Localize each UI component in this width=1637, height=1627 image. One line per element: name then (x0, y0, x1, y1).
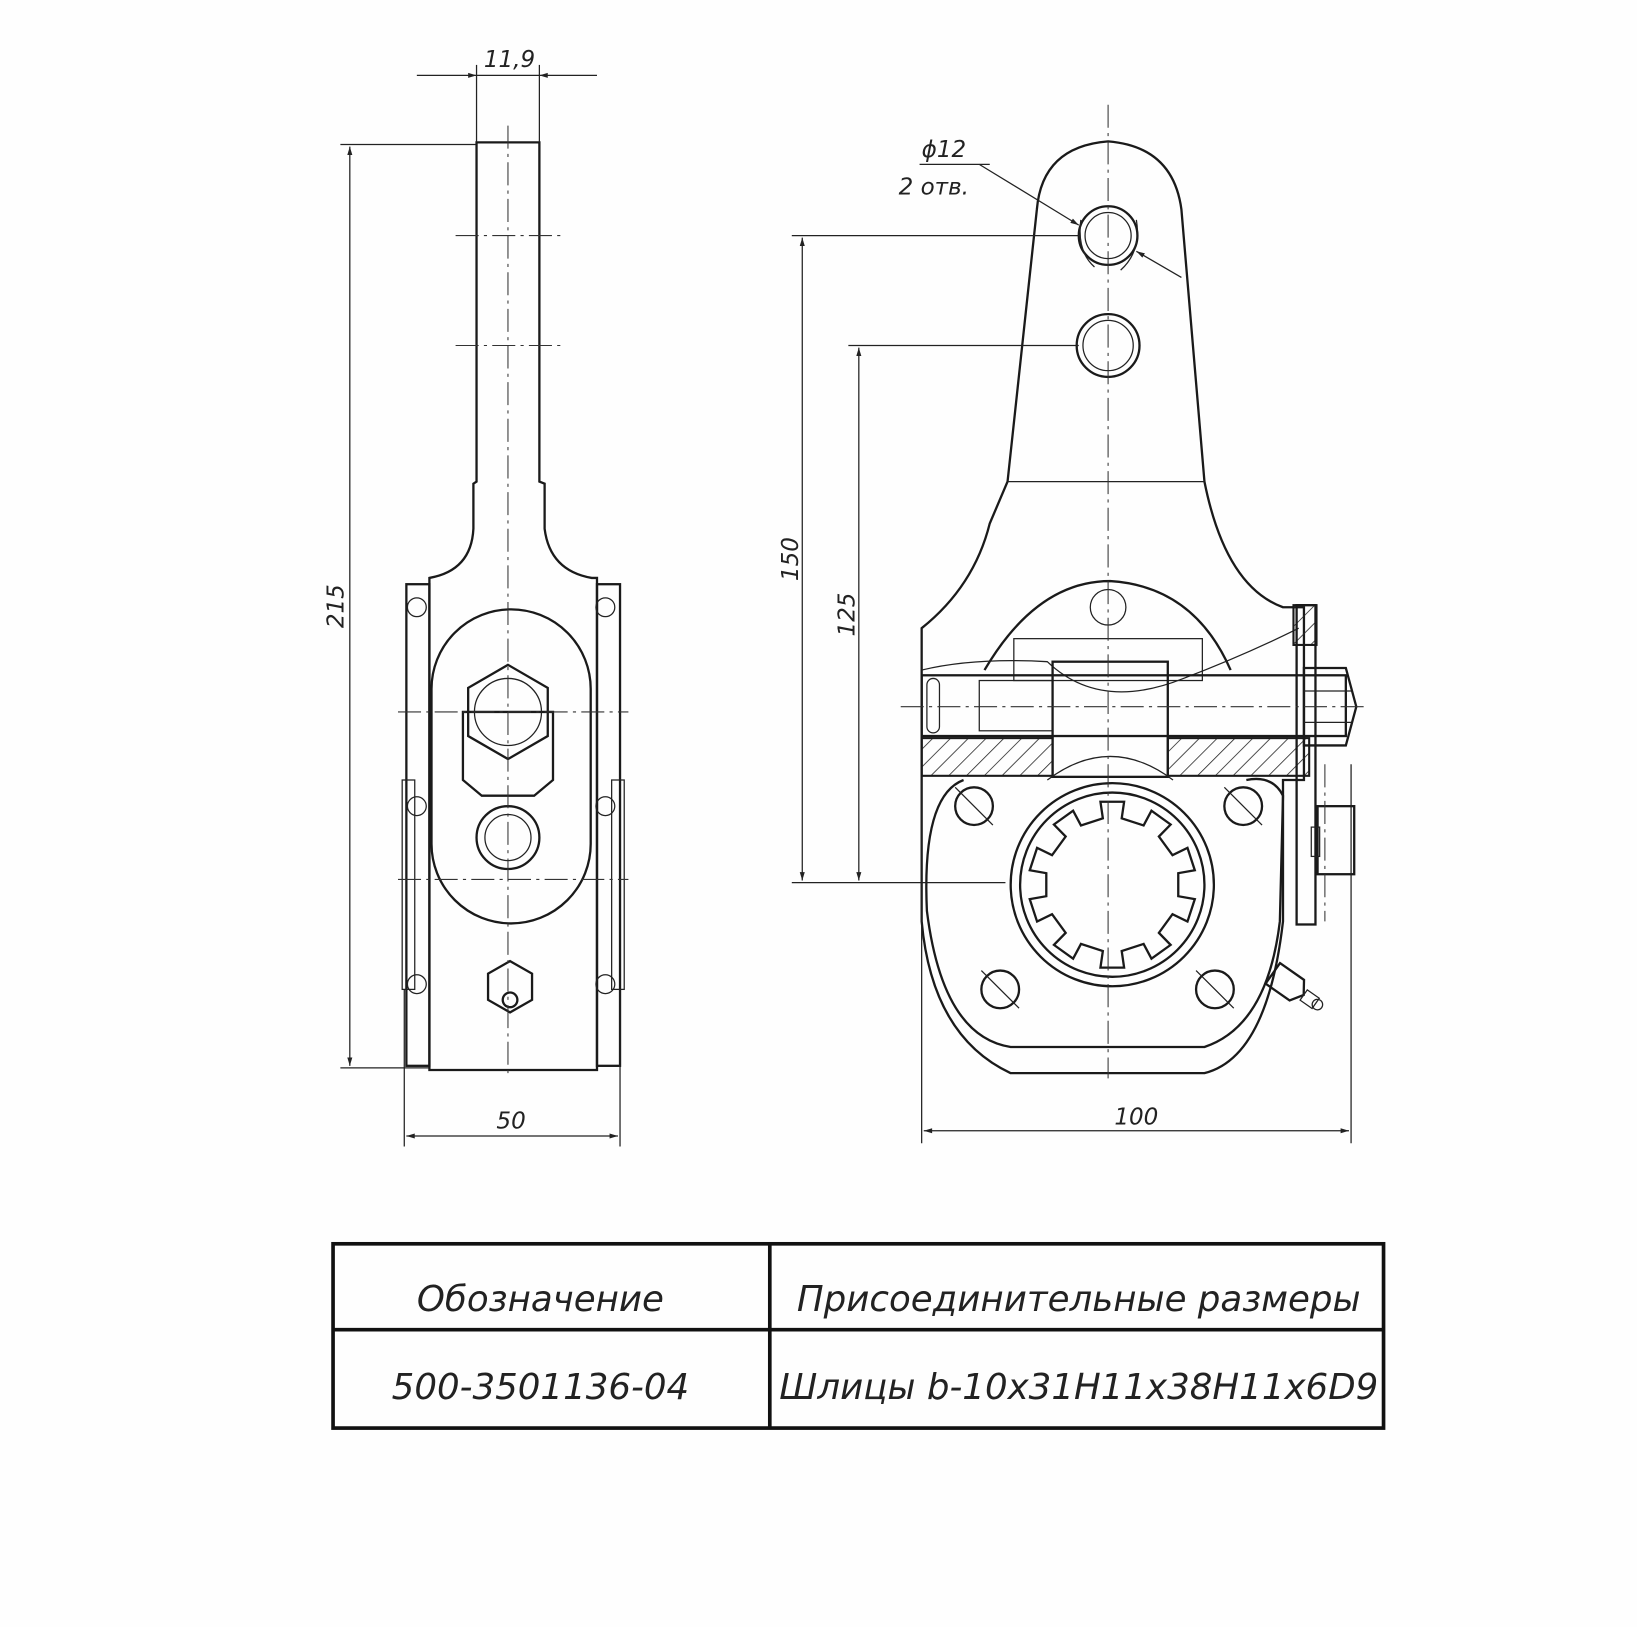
rivet-icon (595, 597, 616, 618)
rivet-icon (406, 796, 427, 817)
worm-shaft (920, 674, 1347, 738)
break-line (921, 627, 1299, 693)
side-washer-plate (1295, 604, 1317, 926)
dim-width-bottom: 50 (496, 1109, 525, 1135)
table-header-dimensions: Присоединительные размеры (797, 1279, 1361, 1320)
gear-top-arc (1046, 755, 1174, 781)
rivet-icon (406, 974, 427, 995)
flange-outline (925, 777, 1285, 1049)
table-cell-spline-spec: Шлицы b-10x31H11x38H11x6D9 (779, 1367, 1378, 1408)
dim-width: 100 (1114, 1104, 1158, 1130)
bolt-hole-icon (1194, 969, 1235, 1010)
spline-hub-outer (1009, 781, 1216, 988)
shaft-end-cap (926, 677, 941, 734)
table-cell-part-number: 500-3501136-04 (392, 1367, 689, 1408)
lock-nut-icon (1316, 805, 1356, 876)
bolt-hole-icon (980, 969, 1021, 1010)
hole-diameter-label: ϕ12 (922, 137, 966, 163)
grease-fitting-icon (486, 959, 534, 1014)
spline-profile (1028, 800, 1197, 969)
side-arm-outline (428, 141, 599, 1072)
adjusting-nut-hex-icon (1302, 666, 1358, 747)
hole-count-label: 2 отв. (899, 175, 969, 201)
spline-teeth (1028, 800, 1197, 969)
spline-hub-ring (1018, 791, 1206, 978)
flange-bolt-holes (954, 786, 1264, 1010)
bolt-hole-icon (954, 786, 995, 827)
rivet-icon (406, 597, 427, 618)
dim-125: 125 (835, 593, 861, 637)
side-flange-right (611, 779, 625, 991)
grease-nipple-icon (1263, 961, 1324, 1011)
table-border (331, 1241, 1386, 1430)
lock-nut-stem (1310, 826, 1321, 858)
housing-top-arc (983, 579, 1232, 671)
bolt-hole-icon (1223, 786, 1264, 827)
leader-line (1136, 250, 1182, 278)
hole-dimension-arcs (1079, 219, 1138, 271)
dim-150: 150 (778, 537, 804, 581)
section-hatch-left (920, 737, 1054, 777)
side-plate-right (595, 583, 622, 1067)
designation-table: Обозначение Присоединительные размеры 50… (331, 1241, 1386, 1430)
table-header-designation: Обозначение (417, 1279, 664, 1320)
side-plate-left (405, 583, 431, 1067)
side-oval-housing (430, 608, 592, 925)
side-view: 11,9 215 50 (324, 47, 629, 1147)
leader-line (978, 163, 1080, 226)
worm-collar (978, 679, 1054, 732)
dim-height: 215 (324, 584, 350, 628)
grease-nipple-icon (501, 991, 519, 1009)
dim-width-top: 11,9 (484, 47, 535, 73)
front-arm-outline (920, 140, 1306, 1075)
rivet-icon (595, 974, 616, 995)
section-hatch-right (1166, 737, 1311, 777)
worm-gear-body (1051, 660, 1169, 779)
rivet-icon (595, 796, 616, 817)
front-view: ϕ12 2 отв. 150 125 100 (778, 104, 1367, 1144)
